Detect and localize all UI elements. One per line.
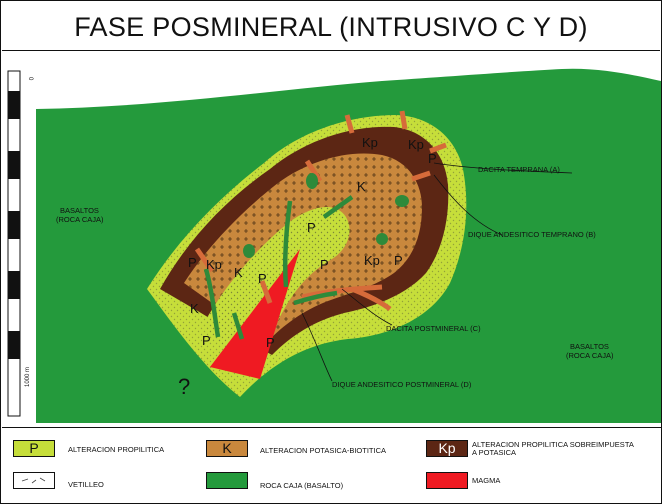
basaltos-right-line1: BASALTOS — [570, 342, 609, 351]
dike-3 — [429, 142, 447, 154]
legend-swatch-sobreimpuesta: Kp — [426, 440, 468, 457]
legend-symbol-kp: Kp — [438, 440, 456, 456]
mark-kp-3: Kp — [364, 253, 380, 268]
mark-k-2: K — [234, 265, 243, 280]
zone-letters: Kp Kp P K P P Kp P P Kp K P K P P — [188, 135, 437, 350]
mark-k-1: K — [357, 179, 366, 194]
mark-p-7: P — [202, 333, 211, 348]
label-dacita-postmineral: DACITA POSTMINERAL (C) — [386, 324, 481, 333]
basaltos-right-line2: (ROCA CAJA) — [566, 351, 614, 360]
dike-5 — [304, 159, 323, 183]
scale-bottom-label: 1000 m — [25, 367, 31, 387]
scale-top-label: 0 — [27, 77, 33, 81]
green-dike-4 — [293, 290, 338, 306]
question-mark: ? — [178, 374, 190, 399]
legend-label-propilitica: ALTERACION PROPILITICA — [68, 445, 165, 454]
legend-swatch-potasica: K — [206, 440, 248, 457]
mark-kp-4: Kp — [206, 257, 222, 272]
green-dike-3 — [322, 195, 354, 219]
scale-bar: 0 1000 m — [7, 70, 33, 417]
basalt-labels: BASALTOS (ROCA CAJA) BASALTOS (ROCA CAJA… — [56, 206, 614, 360]
vetilleo-pattern — [21, 477, 46, 484]
legend-symbol-p: P — [29, 440, 39, 456]
figure-title: FASE POSMINERAL (INTRUSIVO C Y D) — [2, 2, 660, 51]
mark-p-8: P — [266, 335, 275, 350]
legend-swatch-magma — [426, 472, 468, 489]
green-dike-5 — [231, 312, 245, 340]
legend-swatch-propilitica: P — [13, 440, 55, 457]
dike-2 — [399, 110, 408, 130]
legend-label-magma: MAGMA — [472, 476, 501, 485]
legend-symbol-k: K — [222, 440, 232, 456]
mark-k-3: K — [190, 301, 199, 316]
dike-7 — [259, 280, 273, 304]
legend-label-sobreimpuesta-1: ALTERACION PROPILITICA SOBREIMPUESTA — [472, 440, 634, 449]
mark-kp-1: Kp — [362, 135, 378, 150]
legend-label-vetilleo: VETILLEO — [68, 480, 104, 489]
leader-labels: DACITA TEMPRANA (A) DIQUE ANDESITICO TEM… — [332, 165, 596, 389]
andesitic-dikes — [203, 195, 354, 340]
cross-section-svg: Kp Kp P K P P Kp P P Kp K P K P P — [7, 68, 661, 423]
legend-label-potasica: ALTERACION POTASICA-BIOTITICA — [260, 446, 386, 455]
basaltos-left-line1: BASALTOS — [60, 206, 99, 215]
dike-9 — [351, 286, 392, 312]
legend-swatch-vetilleo — [13, 472, 55, 489]
mark-kp-2: Kp — [408, 137, 424, 152]
dike-8 — [301, 284, 383, 300]
mark-p-5: P — [188, 255, 197, 270]
basaltos-left-line2: (ROCA CAJA) — [56, 215, 104, 224]
legend: P ALTERACION PROPILITICA K ALTERACION PO… — [2, 427, 661, 503]
label-dique-temprano: DIQUE ANDESITICO TEMPRANO (B) — [468, 230, 596, 239]
legend-swatch-roca-caja — [206, 472, 248, 489]
label-dacita-temprana: DACITA TEMPRANA (A) — [478, 165, 560, 174]
mark-p-3: P — [320, 257, 329, 272]
green-dike-1 — [203, 268, 221, 338]
magma-wedge — [210, 249, 300, 379]
green-dike-2 — [282, 200, 293, 288]
label-dique-postmineral: DIQUE ANDESITICO POSTMINERAL (D) — [332, 380, 472, 389]
dike-1 — [344, 114, 355, 134]
mark-p-2: P — [307, 220, 316, 235]
early-dikes — [194, 110, 447, 312]
leader-lines — [301, 162, 573, 382]
mark-p-1: P — [428, 151, 437, 166]
legend-label-sobreimpuesta-2: A POTASICA — [472, 448, 517, 457]
andesitic-blebs — [243, 173, 409, 258]
cross-section: Kp Kp P K P P Kp P P Kp K P K P P — [2, 51, 661, 423]
dike-6 — [194, 247, 215, 273]
mark-p-4: P — [394, 253, 403, 268]
mark-p-6: P — [258, 271, 267, 286]
dike-4 — [411, 170, 431, 182]
legend-label-roca-caja: ROCA CAJA (BASALTO) — [260, 481, 344, 490]
